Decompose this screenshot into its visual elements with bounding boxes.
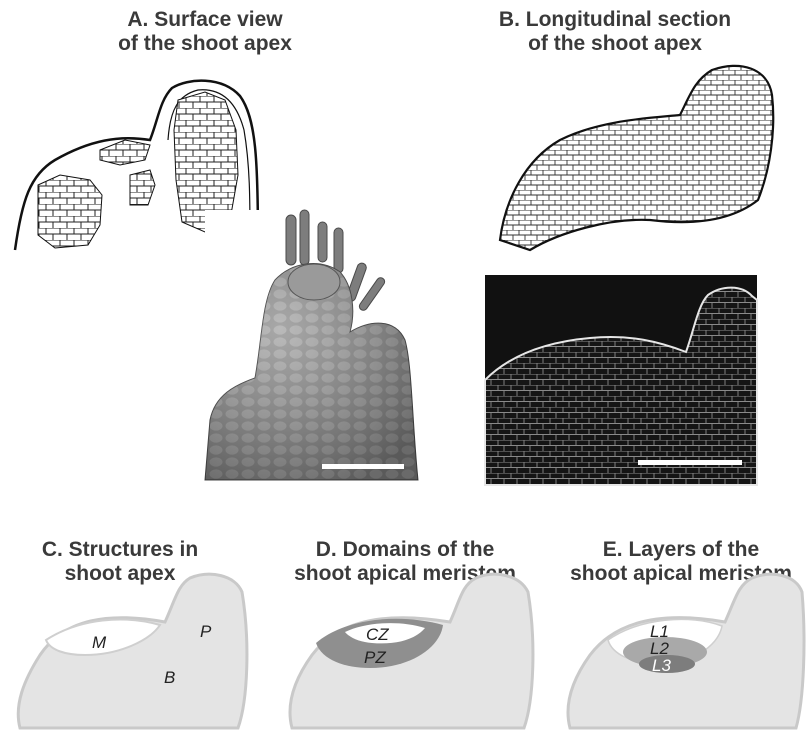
label-central-zone: CZ bbox=[366, 625, 389, 644]
label-meristem: M bbox=[92, 633, 107, 652]
label-boundary: B bbox=[164, 668, 175, 687]
section-outline bbox=[500, 66, 773, 250]
meristem-cell-patch-left bbox=[38, 175, 102, 248]
panel-c-schematic: M P B bbox=[18, 574, 247, 728]
panel-b-confocal-image bbox=[485, 275, 757, 485]
panel-d-schematic: CZ PZ bbox=[290, 574, 533, 728]
panel-a-sem-image bbox=[205, 210, 453, 480]
tissue-shape-c bbox=[18, 574, 247, 728]
meristem-cell-patch-center bbox=[130, 170, 155, 205]
meristem-cell-patch-top bbox=[100, 140, 150, 165]
label-peripheral-zone: PZ bbox=[364, 648, 386, 667]
sem-scale-bar bbox=[322, 464, 404, 469]
label-primordium: P bbox=[200, 622, 212, 641]
confocal-scale-bar bbox=[638, 460, 742, 465]
sem-meristem-dome bbox=[288, 264, 340, 300]
label-layer3: L3 bbox=[652, 656, 671, 675]
panel-e-schematic: L1 L2 L3 bbox=[568, 574, 804, 728]
panel-b-section-drawing bbox=[500, 66, 773, 250]
